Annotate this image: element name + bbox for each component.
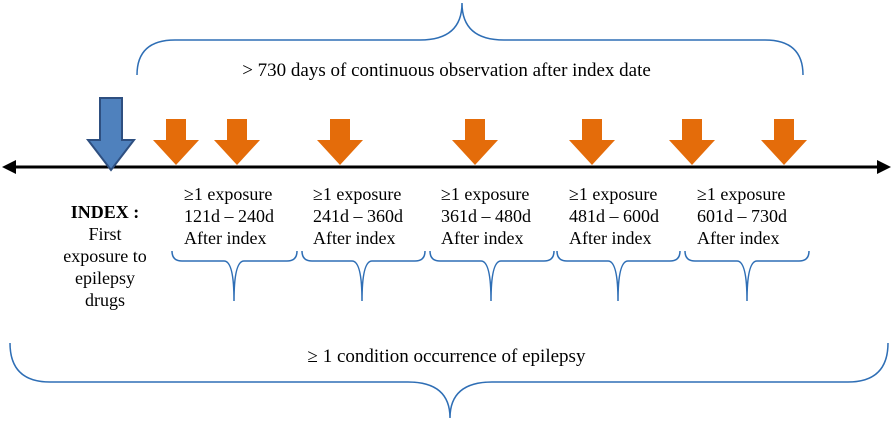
window-brace [171, 250, 298, 302]
exposure-arrows [153, 119, 807, 165]
index-title: INDEX : [70, 202, 140, 222]
window-after-index: After index [184, 228, 267, 248]
window-day-range: 241d – 360d [313, 206, 403, 226]
exposure-window-3: ≥1 exposure 361d – 480d After index [441, 183, 531, 249]
window-braces [171, 250, 810, 302]
window-brace [684, 250, 810, 302]
observation-period-label: > 730 days of continuous observation aft… [242, 60, 651, 81]
index-line: First [88, 224, 122, 244]
exposure-arrow [569, 119, 615, 165]
exposure-window-5: ≥1 exposure 601d – 730d After index [697, 183, 787, 249]
condition-occurrence-label: ≥ 1 condition occurrence of epilepsy [307, 346, 586, 367]
index-line: exposure to [63, 246, 147, 266]
window-brace [301, 250, 426, 302]
window-after-index: After index [697, 228, 780, 248]
timeline-right-arrowhead [877, 160, 891, 174]
window-after-index: After index [313, 228, 396, 248]
window-after-index: After index [441, 228, 524, 248]
window-day-range: 361d – 480d [441, 206, 531, 226]
timeline-left-arrowhead [2, 160, 16, 174]
window-day-range: 481d – 600d [569, 206, 659, 226]
window-exposure-label: ≥1 exposure [569, 184, 658, 204]
exposure-window-2: ≥1 exposure 241d – 360d After index [313, 183, 403, 249]
top-brace [136, 2, 804, 76]
index-line: drugs [85, 290, 125, 310]
index-description: INDEX : First exposure to epilepsy drugs [20, 201, 190, 311]
window-brace [429, 250, 555, 302]
window-day-range: 121d – 240d [184, 206, 274, 226]
exposure-arrow [214, 119, 260, 165]
index-arrow [85, 97, 137, 172]
index-line: epilepsy [75, 268, 135, 288]
exposure-window-1: ≥1 exposure 121d – 240d After index [184, 183, 274, 249]
exposure-arrow [452, 119, 498, 165]
window-exposure-label: ≥1 exposure [441, 184, 530, 204]
exposure-arrow [669, 119, 715, 165]
exposure-arrow [153, 119, 199, 165]
window-exposure-label: ≥1 exposure [697, 184, 786, 204]
window-exposure-label: ≥1 exposure [313, 184, 402, 204]
window-exposure-label: ≥1 exposure [184, 184, 273, 204]
exposure-window-4: ≥1 exposure 481d – 600d After index [569, 183, 659, 249]
exposure-arrow [317, 119, 363, 165]
window-after-index: After index [569, 228, 652, 248]
window-brace [556, 250, 681, 302]
bottom-brace [9, 342, 889, 419]
exposure-arrow [761, 119, 807, 165]
window-day-range: 601d – 730d [697, 206, 787, 226]
